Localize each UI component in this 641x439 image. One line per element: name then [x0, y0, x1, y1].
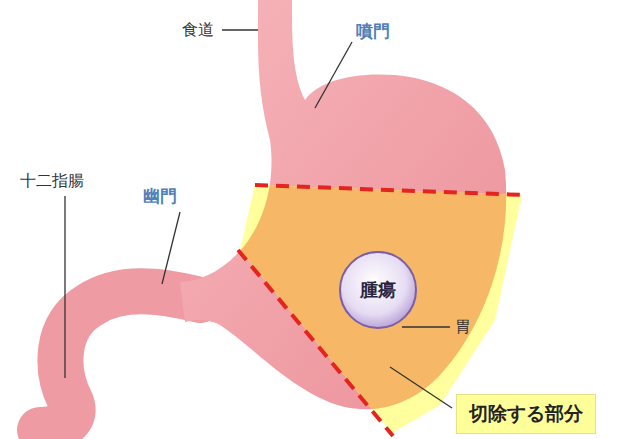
- part-name-blue: 噴門: [356, 20, 390, 43]
- callout-box: 切除する部分: [456, 394, 596, 434]
- leader-line: [390, 367, 452, 408]
- part-name: 胃: [455, 317, 471, 338]
- duodenum: [40, 291, 200, 430]
- part-name: 十二指腸: [20, 171, 84, 192]
- part-name-blue: 幽門: [143, 185, 177, 208]
- callout-label: 切除する部分: [469, 401, 583, 427]
- leader-line: [222, 29, 258, 30]
- leader-line: [402, 326, 450, 327]
- cut-line: [255, 185, 524, 195]
- leader-line: [162, 212, 180, 284]
- tumor-outline: [340, 252, 416, 328]
- tumor-circle: 腫瘍: [338, 250, 418, 330]
- leader-line: [64, 196, 65, 378]
- part-name: 食道: [182, 20, 214, 41]
- resected-stomach: [180, 0, 506, 409]
- tumor-label: 腫瘍: [360, 278, 396, 302]
- stomach: [180, 0, 506, 409]
- leader-line: [315, 42, 352, 108]
